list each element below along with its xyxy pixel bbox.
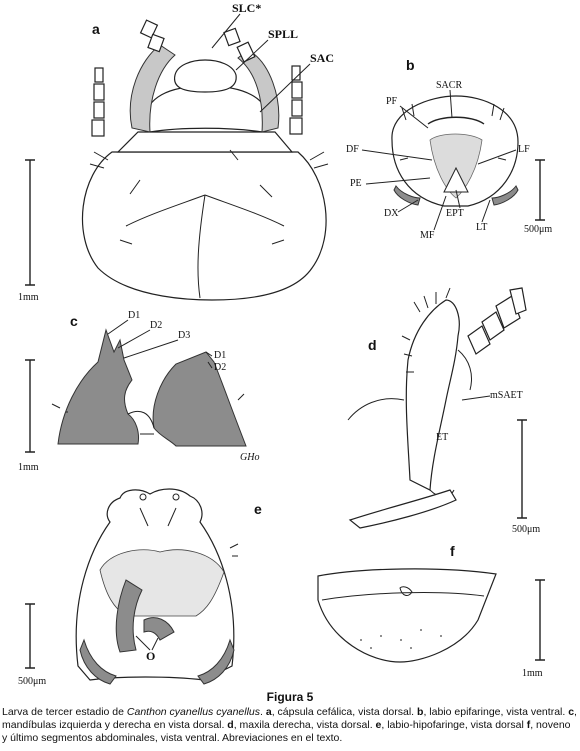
caption-run: , labio-hipofaringe, vista dorsal [381, 719, 527, 731]
caption-run: , maxila derecha, vista dorsal. [233, 719, 376, 731]
panel-d-letter: d [368, 337, 377, 353]
panel-f-abdominal-segments: f 1mm [317, 543, 545, 679]
figure-caption: Larva de tercer estadio de Canthon cyane… [2, 706, 578, 745]
caption-run: , cápsula cefálica, vista dorsal. [271, 706, 418, 718]
label-slc: SLC* [232, 1, 261, 15]
caption-run: Larva de tercer estadio de [2, 706, 127, 718]
label-dx: DX [384, 208, 399, 219]
caption-run: , labio epifaringe, vista ventral. [423, 706, 569, 718]
caption-run: d [227, 719, 234, 731]
label-lt: LT [476, 222, 487, 233]
panel-d-scale: 500μm [512, 524, 540, 535]
caption-run: , noveno y último segmentos abdominales,… [2, 719, 571, 744]
label-sacr: SACR [436, 80, 462, 91]
label-c-d1-left: D1 [128, 310, 140, 321]
panel-a-scale: 1mm [18, 292, 39, 303]
panel-d-maxilla: d mSAET ET 500μm [347, 287, 540, 535]
label-lf: LF [518, 144, 530, 155]
panel-e-labio-hypopharynx: e O 500μm [18, 488, 262, 687]
panel-b-scale: 500μm [524, 224, 552, 235]
label-mf: MF [420, 230, 435, 241]
panel-e-letter: e [254, 501, 262, 517]
label-df: DF [346, 144, 359, 155]
panel-b-epipharynx: b SACR PF DF LF PE DX EPT MF LT 500μm [346, 57, 552, 241]
panel-a-head-capsule: a 1mm SLC* SPLL SAC [18, 1, 334, 303]
figure-title: Figura 5 [266, 690, 314, 704]
caption-run: e [375, 719, 382, 731]
panel-f-letter: f [450, 543, 455, 559]
panel-e-scale: 500μm [18, 676, 46, 687]
caption-run: , mandíbulas izquierda y derecha en vist… [2, 706, 577, 731]
label-et: ET [436, 432, 448, 443]
caption-run: b [417, 706, 424, 718]
label-c-d2-right: D2 [214, 362, 226, 373]
label-pe: PE [350, 178, 362, 189]
panel-a-letter: a [92, 21, 100, 37]
label-c-d2-left: D2 [150, 320, 162, 331]
panel-f-scale: 1mm [522, 668, 543, 679]
label-o: O [146, 649, 155, 663]
caption-run: Canthon cyanellus cyanellus [126, 706, 261, 718]
caption-run: a [265, 706, 272, 718]
panel-c-mandibles: c D1 D2 D3 D1 D2 GHo 1mm [18, 310, 259, 473]
panel-c-letter: c [70, 313, 78, 329]
artist-signature: GHo [240, 452, 259, 463]
caption-run: f [526, 719, 531, 731]
label-pf: PF [386, 96, 398, 107]
caption-run: . [260, 706, 266, 718]
label-sac: SAC [310, 51, 334, 65]
figure-caption-block: Figura 5 Larva de tercer estadio de Cant… [0, 690, 580, 745]
label-msaet: mSAET [490, 390, 523, 401]
panel-c-scale: 1mm [18, 462, 39, 473]
label-c-d3-left: D3 [178, 330, 190, 341]
caption-run: c [568, 706, 575, 718]
label-spll: SPLL [268, 27, 298, 41]
label-ept: EPT [446, 208, 464, 219]
label-c-d1-right: D1 [214, 350, 226, 361]
figure-plate: a 1mm SLC* SPLL SAC [18, 1, 552, 687]
panel-b-letter: b [406, 57, 415, 73]
